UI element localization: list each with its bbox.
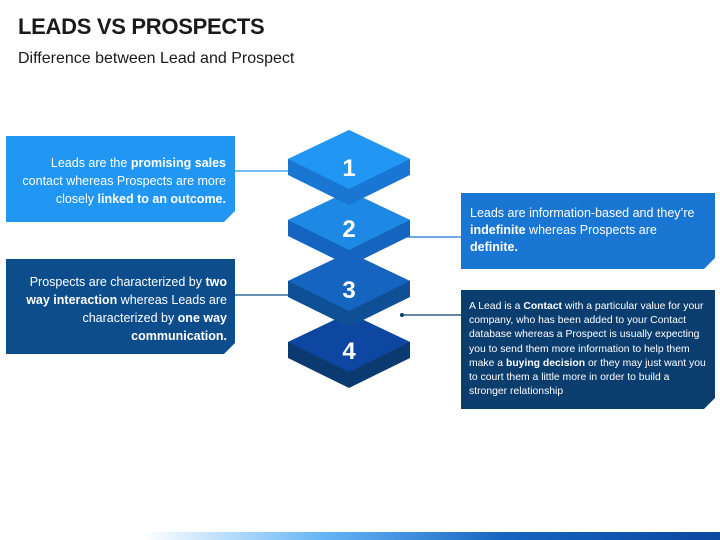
step-1-top xyxy=(288,130,410,189)
step-4-top xyxy=(288,313,410,372)
box-3-text: Prospects are characterized by two way i… xyxy=(26,275,227,343)
step-3-top xyxy=(288,252,410,311)
step-1-number: 1 xyxy=(342,155,355,182)
step-4: 4 xyxy=(288,313,410,388)
footer-gradient-bar xyxy=(0,532,720,540)
step-1: 1 xyxy=(288,130,410,205)
page-subtitle: Difference between Lead and Prospect xyxy=(18,50,295,67)
step-4-number: 4 xyxy=(342,338,356,365)
lead-contact-definition-box: A Lead is a Contact with a particular va… xyxy=(461,290,715,409)
step-2: 2 xyxy=(288,191,410,266)
connector-dot-4 xyxy=(400,313,404,317)
prospect-interaction-box: Prospects are characterized by two way i… xyxy=(6,259,235,354)
box-1-text: Leads are the promising sales contact wh… xyxy=(22,156,226,206)
lead-promising-sales-box: Leads are the promising sales contact wh… xyxy=(6,136,235,222)
page-title: LEADS VS PROSPECTS xyxy=(18,14,265,39)
step-2-top xyxy=(288,191,410,250)
lead-information-based-box: Leads are information-based and they’re … xyxy=(461,193,715,269)
box-2-text: Leads are information-based and they’re … xyxy=(470,206,695,254)
step-3: 3 xyxy=(288,252,410,327)
box-4-text: A Lead is a Contact with a particular va… xyxy=(469,301,706,398)
step-3-number: 3 xyxy=(342,277,355,304)
step-2-number: 2 xyxy=(342,216,355,243)
